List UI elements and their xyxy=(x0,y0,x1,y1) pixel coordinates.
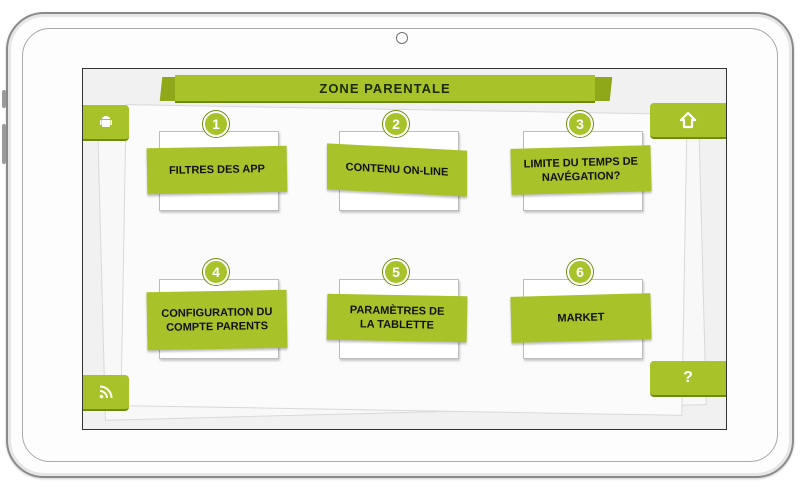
android-icon xyxy=(100,116,112,127)
tile-label: CONFIGURATION DU COMPTE PARENTS xyxy=(146,289,288,351)
power-button[interactable] xyxy=(2,124,6,164)
help-button[interactable]: ? xyxy=(650,361,726,397)
volume-button[interactable] xyxy=(2,90,6,108)
tile-label: FILTRES DES APP xyxy=(146,145,288,195)
home-button[interactable] xyxy=(650,103,726,139)
home-icon xyxy=(679,111,697,129)
help-label: ? xyxy=(683,369,693,386)
tile-number-badge: 1 xyxy=(203,111,229,137)
title-ribbon: ZONE PARENTALE xyxy=(159,75,613,103)
tile-app-filters[interactable]: FILTRES DES APP 1 xyxy=(146,111,288,227)
tile-online-content[interactable]: CONTENU ON-LINE 2 xyxy=(327,111,467,227)
rss-icon xyxy=(99,385,113,399)
android-button[interactable] xyxy=(83,105,129,141)
tile-number-badge: 6 xyxy=(567,259,593,285)
page-title: ZONE PARENTALE xyxy=(175,75,595,103)
tile-number-badge: 2 xyxy=(383,111,409,137)
tile-number-badge: 4 xyxy=(203,259,229,285)
tile-label: PARAMÈTRES DE LA TABLETTE xyxy=(326,293,468,343)
tile-label: CONTENU ON-LINE xyxy=(327,143,467,197)
screen: ZONE PARENTALE ? FILTRES DES APP 1 CONTE… xyxy=(82,68,727,430)
tile-label: MARKET xyxy=(510,293,652,343)
tablet-bezel xyxy=(22,28,778,462)
rss-button[interactable] xyxy=(83,375,129,411)
tile-tablet-settings[interactable]: PARAMÈTRES DE LA TABLETTE 5 xyxy=(326,259,468,375)
tile-browsing-time-limit[interactable]: LIMITE DU TEMPS DE NAVÉGATION? 3 xyxy=(510,111,652,227)
tile-label: LIMITE DU TEMPS DE NAVÉGATION? xyxy=(510,145,652,195)
tile-market[interactable]: MARKET 6 xyxy=(510,259,652,375)
camera-icon xyxy=(396,32,408,44)
tile-number-badge: 3 xyxy=(567,111,593,137)
tile-parent-account-config[interactable]: CONFIGURATION DU COMPTE PARENTS 4 xyxy=(146,259,288,375)
tile-number-badge: 5 xyxy=(383,259,409,285)
